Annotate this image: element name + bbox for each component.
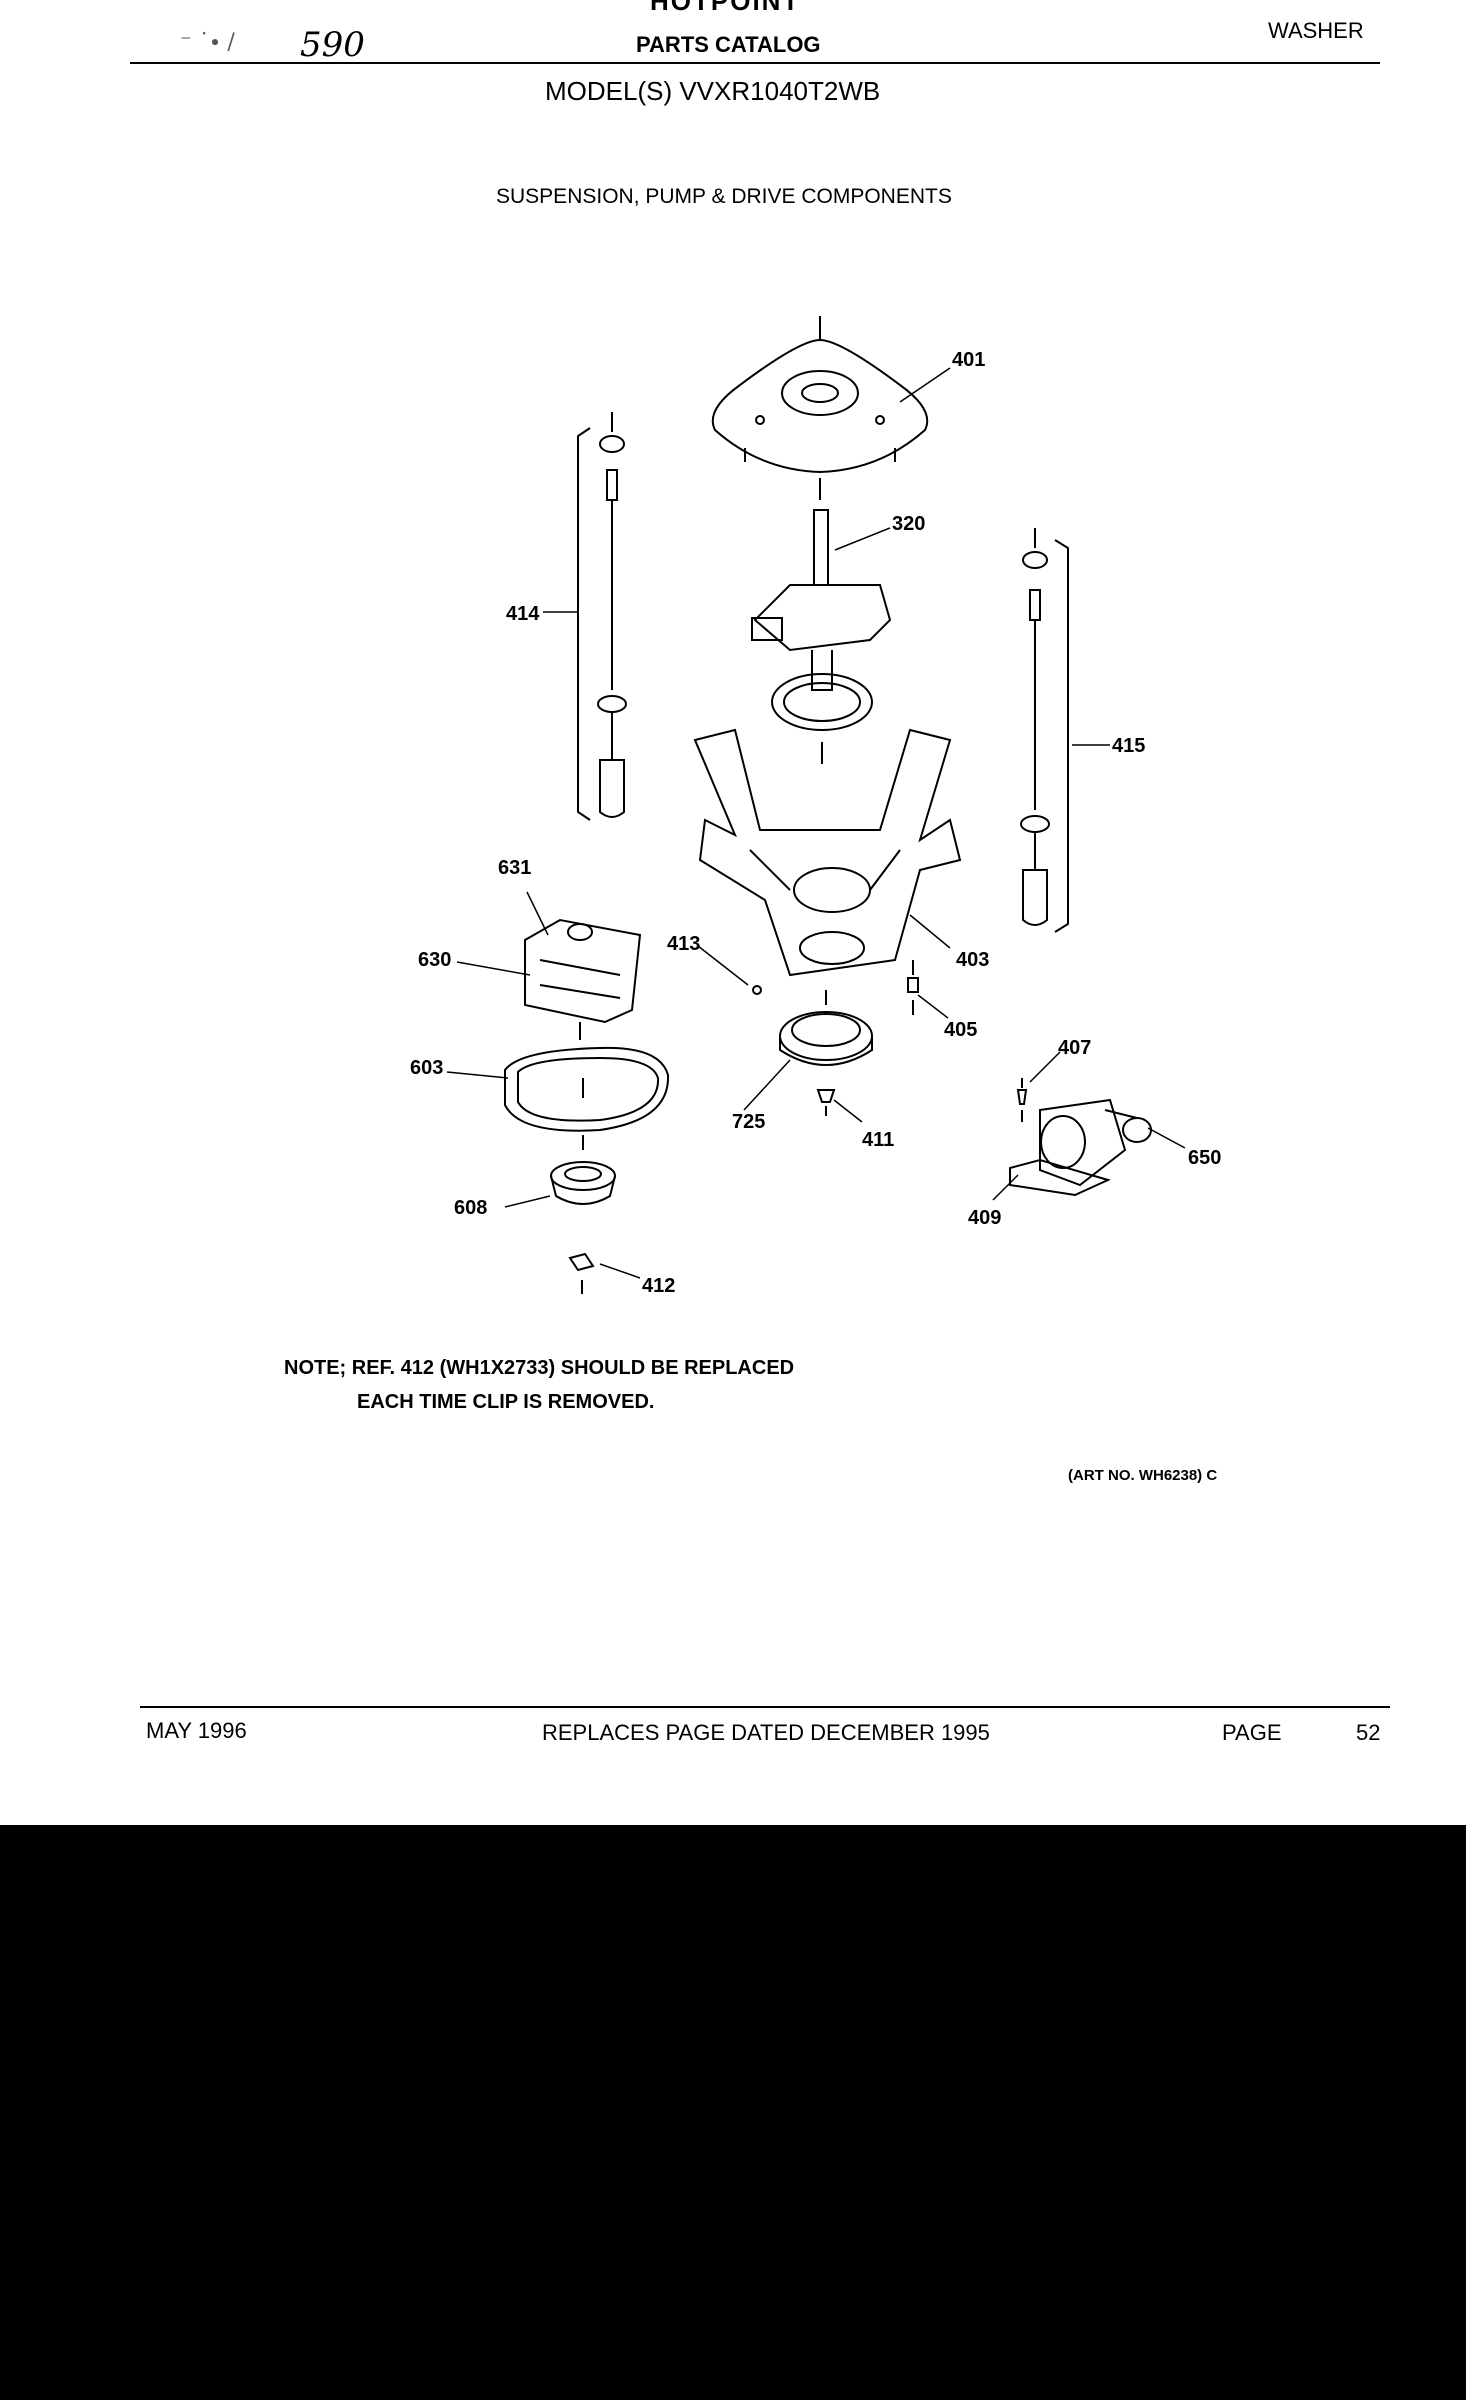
art-number: (ART NO. WH6238) C <box>1068 1467 1218 1484</box>
brand-logo-text: HOTPOINT <box>650 0 801 16</box>
margin-scribble: ⁻ ˙∙ / <box>180 30 235 55</box>
footer-replaces-note: REPLACES PAGE DATED DECEMBER 1995 <box>542 1720 990 1745</box>
footer-page-label: PAGE <box>1222 1720 1282 1745</box>
part-412-clip <box>568 1252 595 1294</box>
footer-rule <box>140 1706 1390 1708</box>
part-415-suspension-rod <box>1020 528 1069 933</box>
callout-407: 407 <box>1058 1037 1091 1059</box>
part-403-base <box>693 728 962 977</box>
part-413-clip <box>752 985 762 995</box>
callout-725: 725 <box>732 1111 765 1133</box>
section-title: SUSPENSION, PUMP & DRIVE COMPONENTS <box>496 185 952 208</box>
part-411-nut <box>816 1089 836 1116</box>
callout-405: 405 <box>944 1019 977 1041</box>
callout-415: 415 <box>1112 735 1145 757</box>
callout-630: 630 <box>418 949 451 971</box>
part-603-belt <box>504 1046 670 1150</box>
handwritten-note: 590 <box>300 25 365 65</box>
callout-411: 411 <box>862 1129 894 1151</box>
part-320-transmission <box>751 509 892 764</box>
footer-date: MAY 1996 <box>146 1718 247 1743</box>
part-608-pulley <box>550 1161 616 1205</box>
part-650-pump <box>1039 1098 1152 1187</box>
catalog-title: PARTS CATALOG <box>636 32 821 57</box>
callout-412: 412 <box>642 1275 675 1297</box>
callout-413: 413 <box>667 933 700 955</box>
callout-403: 403 <box>956 949 989 971</box>
header-rule <box>130 62 1380 64</box>
part-725-pulley <box>779 990 873 1066</box>
part-414-suspension-rod <box>577 412 627 821</box>
appliance-type: WASHER <box>1268 18 1364 43</box>
callout-603: 603 <box>410 1057 443 1079</box>
callout-409: 409 <box>968 1207 1001 1229</box>
catalog-page: HOTPOINT ⁻ ˙∙ / 590 PARTS CATALOG WASHER… <box>130 0 1390 1745</box>
part-405-bolt <box>907 960 919 1015</box>
scan-black-margin <box>0 1825 1466 2400</box>
callout-631: 631 <box>498 857 531 879</box>
exploded-parts-diagram: 401 320 414 415 403 631 630 413 405 407 … <box>410 316 1221 1297</box>
replacement-note-line2: EACH TIME CLIP IS REMOVED. <box>357 1391 655 1413</box>
callout-414: 414 <box>506 603 540 625</box>
footer-page-number: 52 <box>1356 1720 1381 1745</box>
callout-650: 650 <box>1188 1147 1221 1169</box>
replacement-note-line1: NOTE; REF. 412 (WH1X2733) SHOULD BE REPL… <box>284 1357 795 1379</box>
model-number: MODEL(S) VVXR1040T2WB <box>545 76 881 106</box>
part-407-screw <box>1016 1078 1028 1122</box>
callout-401: 401 <box>952 349 985 371</box>
callout-320: 320 <box>892 513 925 535</box>
callout-leaders <box>446 367 1186 1279</box>
part-401-cover <box>711 316 929 500</box>
callout-608: 608 <box>454 1197 487 1219</box>
part-630-motor <box>524 918 642 1040</box>
